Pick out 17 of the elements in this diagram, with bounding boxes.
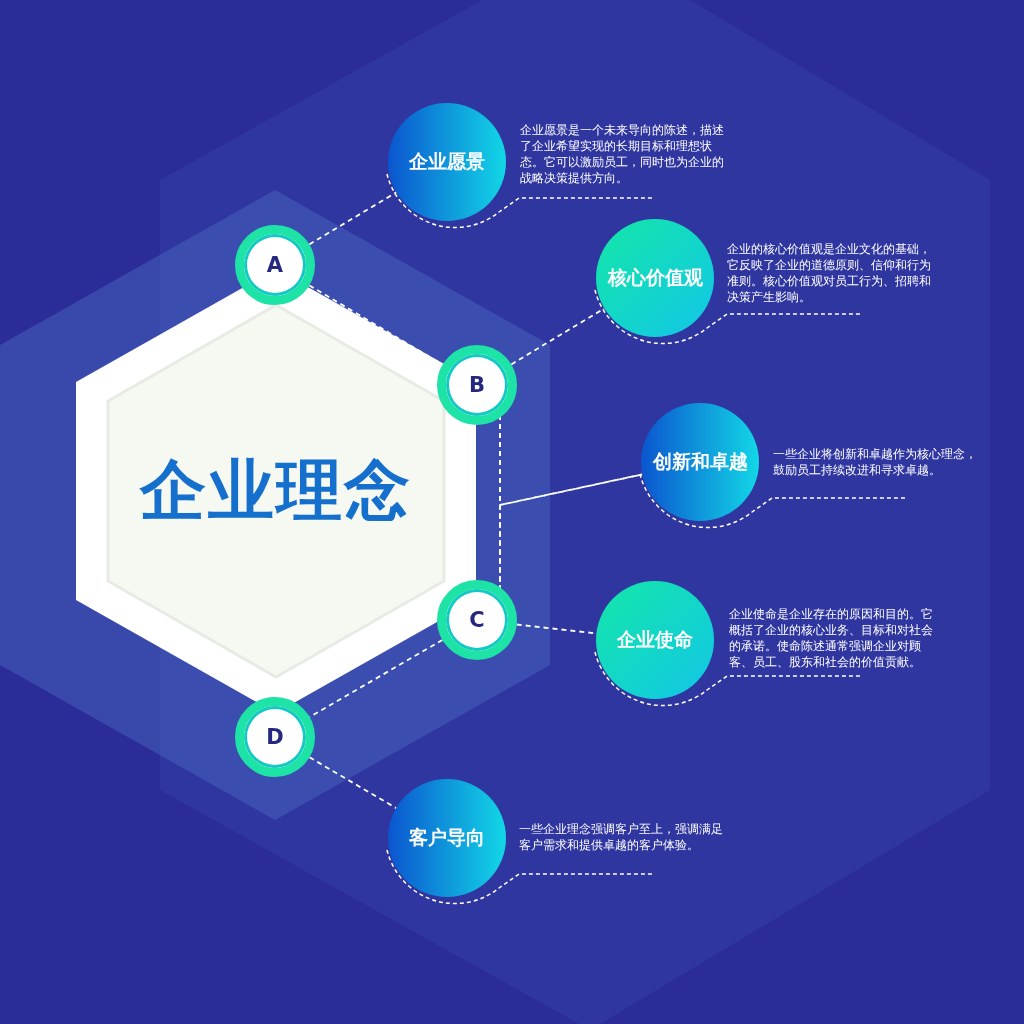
dashed-connector (308, 756, 397, 809)
node-label: B (469, 373, 485, 397)
node-label: 企业理念 (140, 451, 412, 531)
description-text: 一些企业将创新和卓越作为核心理念，鼓励员工持续改进和寻求卓越。 (773, 446, 978, 478)
description-text: 企业使命是企业存在的原因和目的。它概括了企业的核心业务、目标和对社会的承诺。使命陈述通常强调企业对顾客、员工、股东和社会的价值贡献。 (729, 606, 934, 670)
node-label: 企业使命 (617, 627, 693, 652)
node-label: A (266, 253, 284, 277)
node-label: C (469, 608, 485, 632)
description-text: 企业愿景是一个未来导向的陈述，描述了企业希望实现的长期目标和理想状态。它可以激励员工，同时也为企业的战略决策提供方向。 (520, 122, 725, 186)
node-label: D (266, 725, 284, 749)
description-text: 企业的核心价值观是企业文化的基础，它反映了企业的道德原则、信仰和行为准则。核心价值观对员工行为、招聘和决策产生影响。 (727, 241, 932, 305)
node-label: 企业愿景 (409, 149, 485, 174)
dashed-connector (308, 191, 398, 246)
node-label: 客户导向 (409, 825, 485, 850)
description-text: 一些企业理念强调客户至上，强调满足客户需求和提供卓越的客户体验。 (519, 821, 724, 853)
node-label: 核心价值观 (607, 265, 703, 290)
node-label: 创新和卓越 (652, 449, 748, 474)
